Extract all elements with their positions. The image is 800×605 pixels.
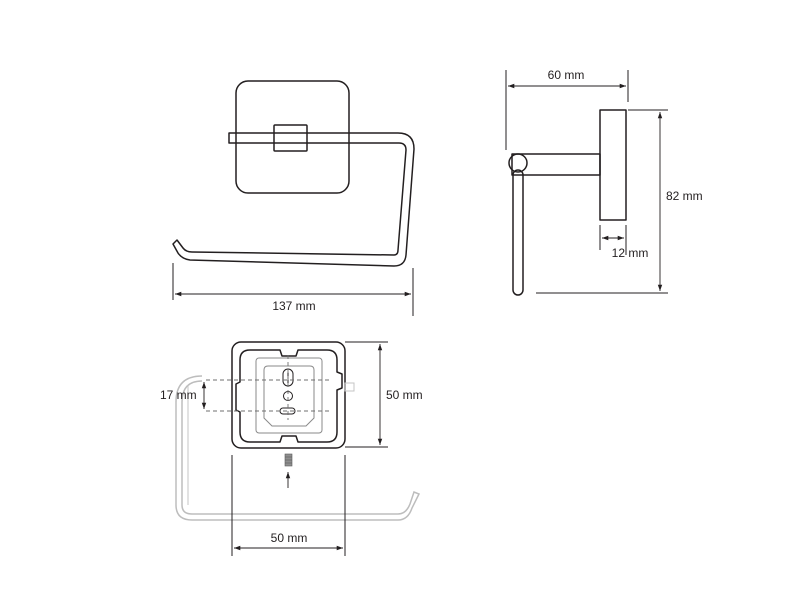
back-view-ghost-arm: [175, 375, 421, 521]
dim-plate-height: 50 mm: [345, 341, 423, 448]
dim-plate-width: 50 mm: [231, 455, 346, 556]
front-wall-plate: [235, 80, 350, 194]
dim-side-height-label: 82 mm: [666, 189, 703, 203]
dim-plate-height-label: 50 mm: [386, 388, 423, 402]
back-view: [206, 341, 355, 449]
dim-plate-thickness-label: 12 mm: [612, 246, 649, 260]
dim-holes-spacing: 17 mm: [160, 382, 207, 409]
side-view: [508, 109, 627, 296]
back-plate-inner: [235, 349, 343, 443]
back-screw-indicator: [284, 453, 293, 488]
side-arm-end: [508, 153, 528, 173]
back-plate-outer: [231, 341, 346, 449]
side-vertical-bar: [512, 169, 524, 296]
side-horizontal-arm: [511, 153, 601, 176]
back-tab-right: [344, 382, 355, 392]
side-wall-plate: [599, 109, 627, 221]
back-mounting-pad: [255, 357, 323, 434]
dim-side-depth-label: 60 mm: [548, 68, 585, 82]
dim-front-width: 137 mm: [172, 263, 414, 316]
dim-front-width-label: 137 mm: [272, 299, 315, 313]
front-view: [172, 80, 415, 267]
dim-plate-thickness: 12 mm: [599, 225, 649, 260]
front-clamp-block: [273, 124, 308, 152]
back-mounting-pad-inner: [263, 365, 315, 427]
dim-side-height: 82 mm: [536, 109, 703, 294]
front-holder-arm: [172, 132, 415, 267]
dim-plate-width-label: 50 mm: [271, 531, 308, 545]
dim-holes-spacing-label: 17 mm: [160, 388, 197, 402]
dim-side-depth: 60 mm: [505, 68, 629, 150]
